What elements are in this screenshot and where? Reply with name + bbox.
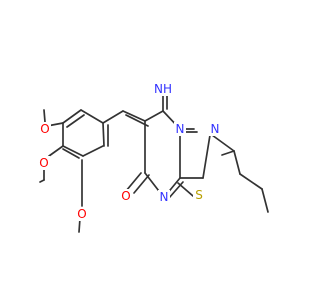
atom-methoxy-oxygen-bottom: O (76, 207, 88, 221)
bond-8 (125, 172, 142, 192)
atom-label-sulfur: S (195, 188, 203, 202)
bond-9 (133, 174, 150, 194)
atom-methoxy-oxygen-top: O (39, 122, 51, 136)
bond-19 (221, 150, 235, 156)
bond-31 (43, 109, 46, 123)
bond-23 (102, 110, 124, 124)
atom-layer: NH N N N S O O O (38, 81, 221, 221)
bond-3 (144, 110, 164, 122)
bond-24 (80, 109, 104, 124)
bond-32 (48, 145, 64, 157)
bond-20 (233, 150, 241, 175)
bond-22 (261, 188, 269, 213)
bond-39 (39, 179, 45, 183)
atom-imine-nh: NH (154, 81, 172, 96)
atom-label-imine-nh: NH (154, 82, 172, 96)
bond-34 (62, 148, 80, 159)
bond-27 (62, 109, 82, 124)
bond-18 (211, 134, 235, 152)
bond-4 (122, 110, 146, 122)
atom-thiadiazole-n: N (209, 122, 221, 136)
atom-label-methoxy-oxygen-top: O (40, 122, 49, 136)
atom-label-thiadiazole-n: N (211, 122, 220, 136)
atom-pyrimidine-n: N (158, 190, 170, 204)
atom-bridgehead-n: N (174, 122, 186, 136)
bond-33 (62, 145, 84, 157)
atom-carbonyl-oxygen: O (120, 189, 132, 203)
bond-35 (82, 145, 104, 157)
atom-label-bridgehead-n: N (176, 122, 185, 136)
bond-17 (202, 134, 211, 179)
atom-label-pyrimidine-n: N (160, 190, 169, 204)
atom-methoxy-oxygen-middle: O (38, 156, 50, 170)
molecule-structure: NH N N N S O O O (38, 81, 269, 233)
atom-label-methoxy-oxygen-bottom: O (77, 207, 86, 221)
bond-layer (39, 95, 269, 233)
atom-sulfur: S (193, 188, 205, 202)
bond-25 (102, 122, 105, 147)
bond-16 (168, 181, 184, 199)
bond-21 (239, 173, 263, 190)
atom-label-methoxy-oxygen-middle: O (39, 156, 48, 170)
bond-28 (66, 114, 85, 128)
atom-label-carbonyl-oxygen: O (121, 189, 130, 203)
